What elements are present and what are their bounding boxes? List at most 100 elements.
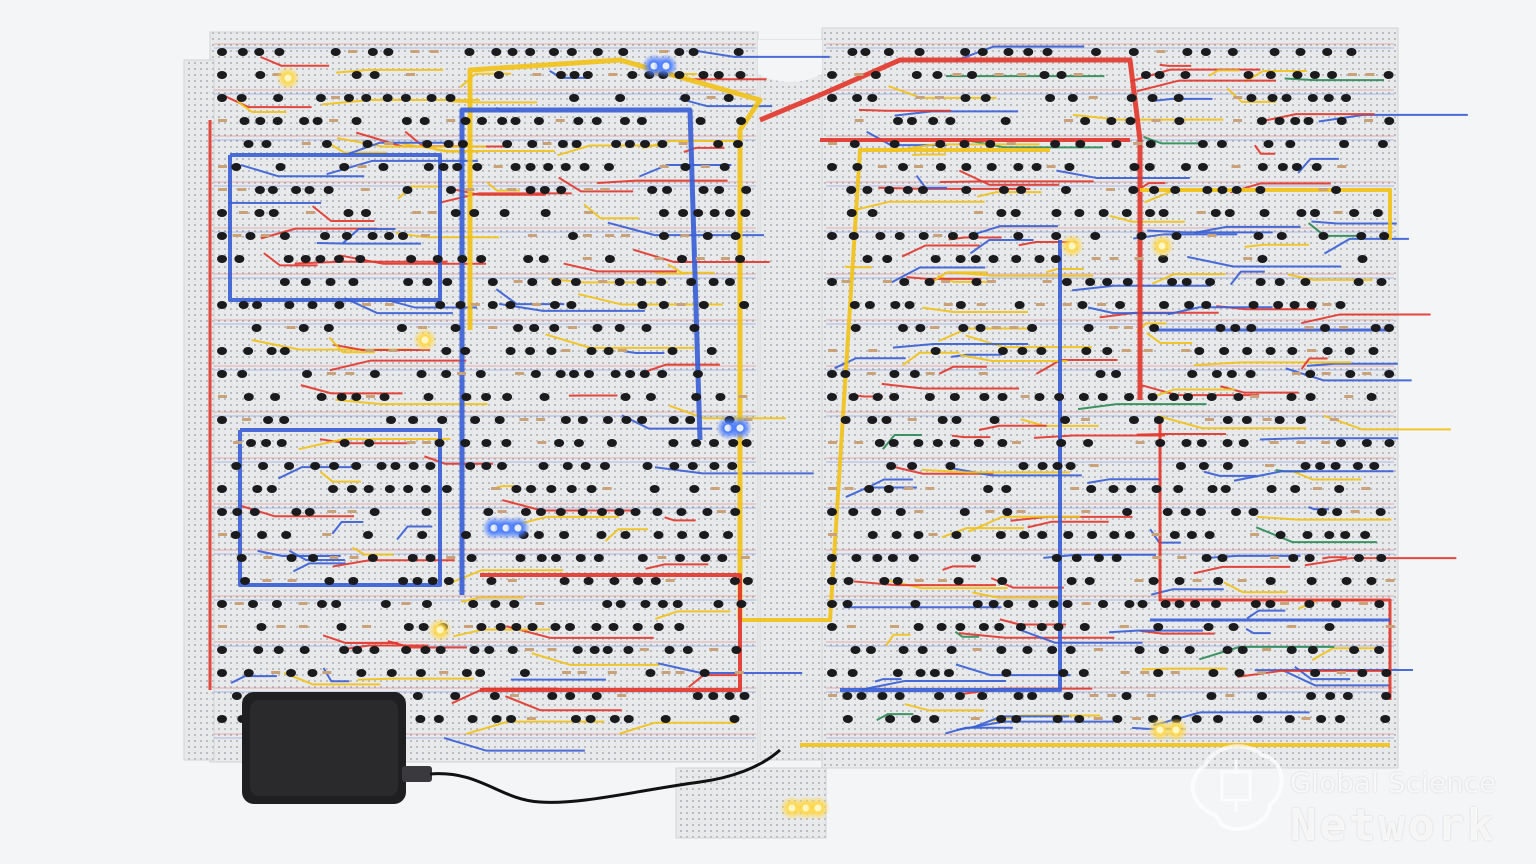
transistor bbox=[1102, 278, 1113, 286]
transistor bbox=[618, 48, 629, 56]
transistor bbox=[346, 485, 357, 493]
transistor bbox=[1031, 163, 1042, 171]
jumper-wire bbox=[858, 108, 951, 112]
resistor bbox=[846, 625, 856, 628]
transistor bbox=[442, 278, 453, 286]
jumper-wire bbox=[962, 138, 1104, 149]
transistor bbox=[1054, 393, 1065, 401]
transistor bbox=[1210, 209, 1221, 217]
transistor bbox=[363, 531, 374, 539]
transistor bbox=[535, 508, 546, 516]
transistor bbox=[1079, 623, 1090, 631]
transistor bbox=[234, 255, 245, 263]
transistor bbox=[668, 439, 679, 447]
transistor bbox=[698, 186, 709, 194]
transistor bbox=[1374, 646, 1385, 654]
transistor bbox=[268, 209, 279, 217]
transistor bbox=[1017, 347, 1028, 355]
resistor bbox=[1196, 211, 1206, 214]
transistor bbox=[308, 554, 319, 562]
transistor bbox=[330, 48, 341, 56]
transistor bbox=[1349, 209, 1360, 217]
jumper-wire bbox=[1087, 478, 1161, 485]
led-yellow-core bbox=[1156, 726, 1164, 734]
transistor bbox=[1170, 186, 1181, 194]
transistor bbox=[513, 324, 524, 332]
transistor bbox=[443, 140, 454, 148]
resistor bbox=[1170, 671, 1180, 674]
transistor bbox=[1149, 186, 1160, 194]
transistor bbox=[1182, 393, 1193, 401]
jumper-wire bbox=[221, 93, 312, 109]
jumper-wire bbox=[874, 678, 902, 683]
jumper-wire bbox=[1282, 669, 1390, 687]
transistor bbox=[668, 416, 679, 424]
transistor bbox=[1309, 209, 1320, 217]
transistor bbox=[917, 186, 928, 194]
transistor bbox=[1153, 416, 1164, 424]
transistor bbox=[1147, 393, 1158, 401]
transistor bbox=[525, 347, 536, 355]
transistor bbox=[1285, 140, 1296, 148]
transistor bbox=[245, 439, 256, 447]
resistor bbox=[1017, 73, 1027, 76]
resistor bbox=[986, 280, 996, 283]
resistor bbox=[349, 556, 359, 559]
transistor bbox=[497, 117, 508, 125]
transistor bbox=[627, 71, 638, 79]
jumper-wire bbox=[1246, 609, 1286, 620]
transistor bbox=[315, 255, 326, 263]
transistor bbox=[1062, 600, 1073, 608]
transistor bbox=[714, 186, 725, 194]
transistor bbox=[351, 117, 362, 125]
jumper-wire bbox=[853, 580, 997, 587]
transistor bbox=[559, 577, 570, 585]
transistor bbox=[407, 554, 418, 562]
transistor bbox=[1231, 186, 1242, 194]
transistor bbox=[443, 577, 454, 585]
transistor bbox=[1173, 94, 1184, 102]
resistor bbox=[233, 441, 243, 444]
transistor bbox=[476, 623, 487, 631]
resistor bbox=[1287, 625, 1297, 628]
transistor bbox=[364, 439, 375, 447]
transistor bbox=[620, 531, 631, 539]
transistor bbox=[682, 646, 693, 654]
transistor bbox=[419, 117, 430, 125]
transistor bbox=[445, 186, 456, 194]
transistor bbox=[955, 255, 966, 263]
jumper-wire bbox=[1284, 77, 1384, 82]
transistor bbox=[723, 531, 734, 539]
jumper-wire bbox=[1229, 270, 1265, 286]
transistor bbox=[355, 255, 366, 263]
transistor bbox=[1051, 554, 1062, 562]
resistor bbox=[935, 96, 945, 99]
jumper-wire bbox=[664, 516, 696, 522]
transistor bbox=[1108, 485, 1119, 493]
transistor bbox=[678, 209, 689, 217]
transistor bbox=[323, 324, 334, 332]
transistor bbox=[1168, 393, 1179, 401]
resistor bbox=[488, 326, 498, 329]
transistor bbox=[425, 554, 436, 562]
transistor bbox=[688, 48, 699, 56]
transistor bbox=[1257, 163, 1268, 171]
transistor bbox=[546, 485, 557, 493]
transistor bbox=[415, 715, 426, 723]
jumper-wire bbox=[328, 336, 375, 354]
transistor bbox=[1051, 232, 1062, 240]
resistor bbox=[1233, 119, 1243, 122]
transistor bbox=[849, 140, 860, 148]
jumper-wire bbox=[939, 180, 1094, 183]
transistor bbox=[1051, 209, 1062, 217]
transistor bbox=[1322, 48, 1333, 56]
transistor bbox=[674, 71, 685, 79]
transistor bbox=[657, 600, 668, 608]
transistor bbox=[468, 600, 479, 608]
jumper-wire bbox=[1304, 557, 1457, 567]
jumper-wire bbox=[1237, 669, 1383, 678]
transistor bbox=[610, 370, 621, 378]
transistor bbox=[892, 669, 903, 677]
transistor bbox=[1222, 462, 1233, 470]
transistor bbox=[465, 462, 476, 470]
